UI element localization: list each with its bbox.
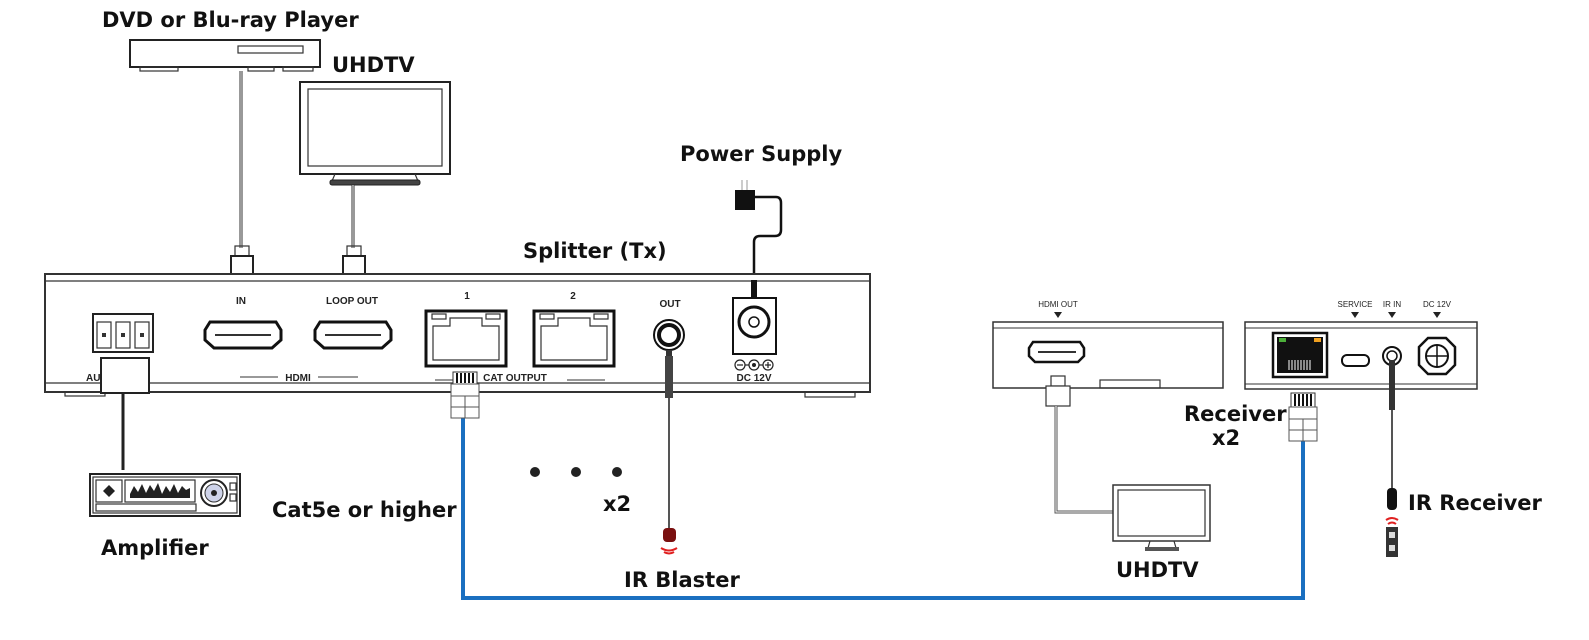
cat-output-2-label: 2: [570, 291, 576, 302]
cat-output-1-label: 1: [464, 291, 470, 302]
hdmi-out-label-rx: HDMI OUT: [1038, 300, 1078, 309]
receiver-multiplier-label: x2: [1212, 426, 1240, 450]
receiver-hdmi-side-device: [992, 321, 1224, 389]
service-label: SERVICE: [1338, 300, 1373, 309]
cat-output-1-port[interactable]: [424, 309, 508, 368]
hdmi-in-label: IN: [236, 296, 246, 307]
ellipsis-dot: [571, 467, 581, 477]
dc-12v-jack-rx[interactable]: [1417, 336, 1457, 376]
power-supply-label: Power Supply: [680, 142, 842, 166]
cat-cable-label: Cat5e or higher: [272, 498, 457, 522]
cat-output-group-label: CAT OUTPUT: [483, 373, 547, 384]
multiplier-tx-label: x2: [603, 492, 631, 516]
rj45-port-rx[interactable]: [1271, 331, 1329, 379]
service-usb-port[interactable]: [1341, 354, 1370, 367]
rj45-plug-tx: [450, 371, 480, 419]
ir-receiver-label: IR Receiver: [1408, 491, 1543, 515]
uhdtv-bottom-icon: [1112, 484, 1211, 551]
cat-output-2-port[interactable]: [532, 309, 616, 368]
dc-12v-jack-tx[interactable]: [732, 297, 777, 355]
arrow-down-icon: [1351, 312, 1359, 318]
amplifier-label: Amplifier: [101, 536, 209, 560]
ir-out-jack[interactable]: [653, 319, 685, 351]
audio-out-terminal: [92, 313, 154, 353]
dvd-player-icon: [129, 39, 321, 72]
hdmi-group-label: HDMI: [285, 373, 311, 384]
audio-plug: [100, 357, 150, 394]
hdmi-cable-in: [230, 71, 254, 283]
uhdtv-top-label: UHDTV: [332, 53, 415, 77]
ir-receiver-icon: [1385, 488, 1399, 557]
dc-12v-label-tx: DC 12V: [736, 373, 771, 384]
ir-blaster-label: IR Blaster: [624, 568, 740, 592]
hdmi-cable-loop-out: [342, 185, 366, 283]
rj45-plug-rx: [1288, 392, 1318, 442]
arrow-down-icon: [1054, 312, 1062, 318]
arrow-down-icon: [1433, 312, 1441, 318]
hdmi-loop-out-label: LOOP OUT: [326, 296, 378, 307]
dc-12v-label-rx: DC 12V: [1423, 300, 1452, 309]
hdmi-cable-rx: [1045, 375, 1114, 514]
uhdtv-bottom-label: UHDTV: [1116, 558, 1199, 582]
cat-cable: [461, 418, 1305, 600]
ellipsis-dot: [612, 467, 622, 477]
ir-out-label: OUT: [659, 299, 680, 310]
receiver-label: Receiver: [1184, 402, 1287, 426]
ir-blaster-icon: [660, 528, 678, 555]
ellipsis-dot: [530, 467, 540, 477]
uhdtv-top-icon: [299, 81, 451, 186]
polarity-icon: [734, 359, 774, 371]
arrow-down-icon: [1388, 312, 1396, 318]
ir-receiver-cable: [1389, 360, 1395, 490]
ir-in-label: IR IN: [1383, 300, 1401, 309]
amplifier-icon: [89, 473, 241, 517]
splitter-label: Splitter (Tx): [523, 239, 667, 263]
power-adapter-icon: [735, 180, 783, 280]
dvd-player-label: DVD or Blu-ray Player: [102, 8, 359, 32]
ir-blaster-cable: [665, 350, 673, 530]
